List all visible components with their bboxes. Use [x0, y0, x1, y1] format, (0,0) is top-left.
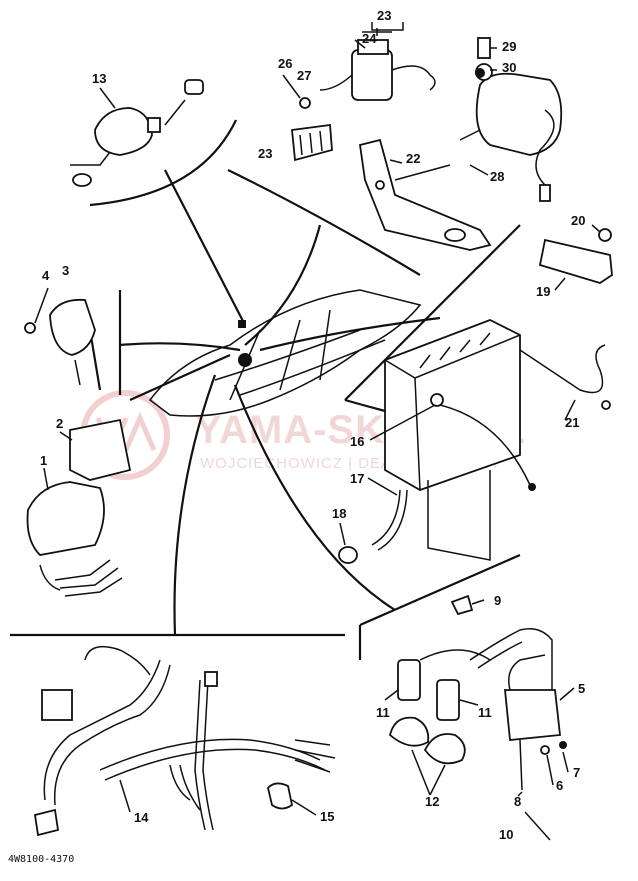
part-boots: [388, 716, 466, 765]
callout-5: 5: [578, 681, 585, 696]
callout-23-left: 23: [258, 146, 272, 161]
drawing-code: 4W8100-4370: [8, 854, 74, 865]
callout-17: 17: [350, 471, 364, 486]
callout-18: 18: [332, 506, 346, 521]
callout-26: 26: [278, 56, 292, 71]
part-wire-harness: [33, 645, 336, 837]
callout-23-top: 23: [377, 8, 391, 23]
callout-12: 12: [425, 794, 439, 809]
callout-30: 30: [502, 60, 516, 75]
group-brackets: [10, 119, 521, 660]
callout-20: 20: [571, 213, 585, 228]
callout-8: 8: [514, 794, 521, 809]
callout-ticks: [43, 22, 601, 816]
callout-15: 15: [320, 809, 334, 824]
callout-27: 27: [297, 68, 311, 83]
callout-29: 29: [502, 39, 516, 54]
callout-9: 9: [494, 593, 501, 608]
part-breather-hose: [338, 489, 408, 564]
part-cover: [24, 287, 96, 386]
callout-10: 10: [499, 827, 513, 842]
part-starter-relay: [459, 37, 563, 202]
callout-11b: 11: [478, 705, 492, 720]
part-relay-cluster: [282, 28, 436, 162]
callout-19: 19: [536, 284, 550, 299]
callout-11a: 11: [376, 705, 390, 720]
callout-21: 21: [565, 415, 579, 430]
callout-16: 16: [350, 434, 364, 449]
callout-24: 24: [362, 31, 377, 46]
part-battery-band: [538, 228, 613, 284]
part-plug-caps: [397, 649, 491, 721]
callout-14: 14: [134, 810, 149, 825]
part-switch: [70, 79, 204, 187]
callout-7: 7: [573, 765, 580, 780]
callout-13: 13: [92, 71, 106, 86]
part-rectifier: [26, 418, 132, 597]
callout-22: 22: [406, 151, 420, 166]
part-battery-lead: [519, 344, 611, 410]
part-small-cap: [450, 594, 474, 616]
part-bolt: [475, 68, 485, 78]
callout-2: 2: [56, 416, 63, 431]
callout-4: 4: [42, 268, 50, 283]
callouts: 1 2 3 4 5 6 7 8 9 10 11 11 12 13 14 15 1…: [40, 8, 585, 842]
frame-silhouette: [148, 289, 422, 417]
callout-3: 3: [62, 263, 69, 278]
leader-lines: [119, 169, 441, 636]
part-connector-cap: [267, 782, 294, 810]
part-bracket: [358, 138, 492, 251]
callout-6: 6: [556, 778, 563, 793]
part-ignition-coil: [469, 628, 567, 841]
callout-28: 28: [490, 169, 504, 184]
part-battery: [384, 319, 536, 561]
callout-1: 1: [40, 453, 47, 468]
